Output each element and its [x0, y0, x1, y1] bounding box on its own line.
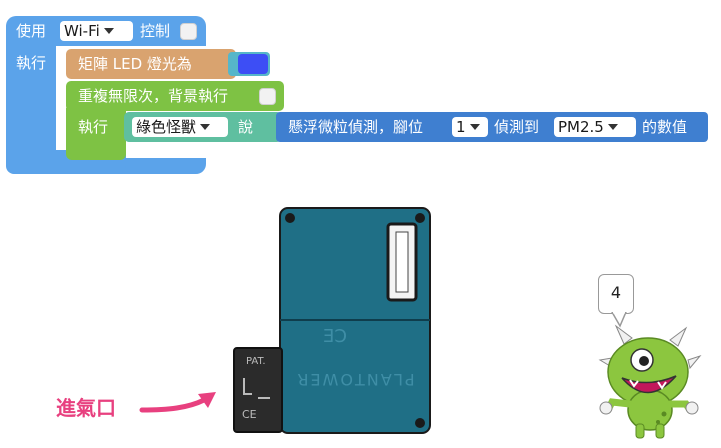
- pm-sensor-block[interactable]: [276, 112, 708, 142]
- wifi-prefix-label: 使用: [16, 22, 47, 40]
- speech-bubble-tail: [611, 312, 627, 328]
- speech-bubble: [598, 274, 634, 314]
- sensor-pin-value: 1: [456, 118, 466, 136]
- matrix-led-label: 矩陣 LED 燈光為: [78, 55, 192, 73]
- wifi-dropdown-value: Wi-Fi: [64, 22, 100, 40]
- green-monster-image[interactable]: [598, 322, 702, 440]
- sensor-middle-label: 偵測到: [494, 118, 540, 136]
- matrix-led-color-swatch[interactable]: [238, 54, 268, 74]
- character-dropdown-value: 綠色怪獸: [136, 118, 197, 136]
- chevron-down-icon: [607, 124, 618, 130]
- inlet-arrow-icon: [139, 392, 216, 413]
- wifi-suffix-label: 控制: [140, 22, 171, 40]
- repeat-forever-block[interactable]: [66, 81, 284, 111]
- sensor-prefix-label: 懸浮微粒偵測，腳位: [288, 118, 424, 136]
- device-side-ce-label: CE: [242, 408, 257, 421]
- say-label: 說: [238, 118, 254, 136]
- wifi-exec-label: 執行: [16, 54, 47, 72]
- wifi-checkbox[interactable]: [180, 23, 197, 40]
- inlet-label: 進氣口: [56, 396, 116, 420]
- chevron-down-icon: [103, 28, 114, 34]
- repeat-exec-label: 執行: [78, 118, 109, 136]
- device-side-pat-label: PAT.: [246, 356, 266, 367]
- sensor-measure-dropdown[interactable]: PM2.5: [554, 117, 636, 137]
- device-brand-label: PLANTOWER: [295, 370, 414, 389]
- repeat-background-checkbox[interactable]: [259, 88, 276, 105]
- sensor-pin-dropdown[interactable]: 1: [452, 117, 488, 137]
- sensor-measure-value: PM2.5: [558, 118, 604, 136]
- chevron-down-icon: [469, 124, 480, 130]
- repeat-block-arm: [66, 108, 126, 160]
- sensor-suffix-label: 的數值: [642, 118, 688, 136]
- wifi-network-dropdown[interactable]: Wi-Fi: [60, 21, 133, 41]
- pm-sensor-device-image: CE PLANTOWER PAT. CE: [233, 207, 431, 434]
- matrix-led-block[interactable]: [66, 49, 236, 79]
- device-ce-mark: CE: [323, 326, 347, 347]
- speech-value: 4: [610, 283, 622, 302]
- character-dropdown[interactable]: 綠色怪獸: [132, 117, 228, 137]
- repeat-forever-label: 重複無限次，背景執行: [78, 87, 229, 105]
- chevron-down-icon: [200, 124, 211, 130]
